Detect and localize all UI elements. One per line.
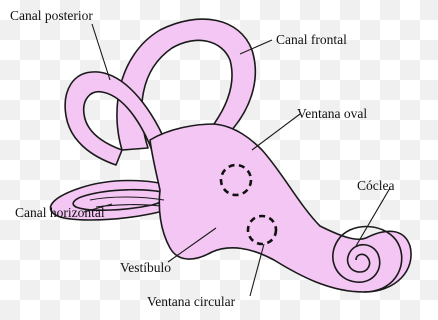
label-canal-frontal: Canal frontal [276,32,347,47]
vestibulo-shape [150,124,411,292]
label-canal-horizontal: Canal horizontal [15,205,105,220]
label-ventana-oval: Ventana oval [297,106,367,121]
label-vestibulo: Vestíbulo [120,260,171,275]
label-coclea: Cóclea [357,178,394,193]
leader-ventana-oval [252,114,300,150]
label-ventana-circular: Ventana circular [147,294,236,309]
label-canal-posterior: Canal posterior [10,8,93,23]
